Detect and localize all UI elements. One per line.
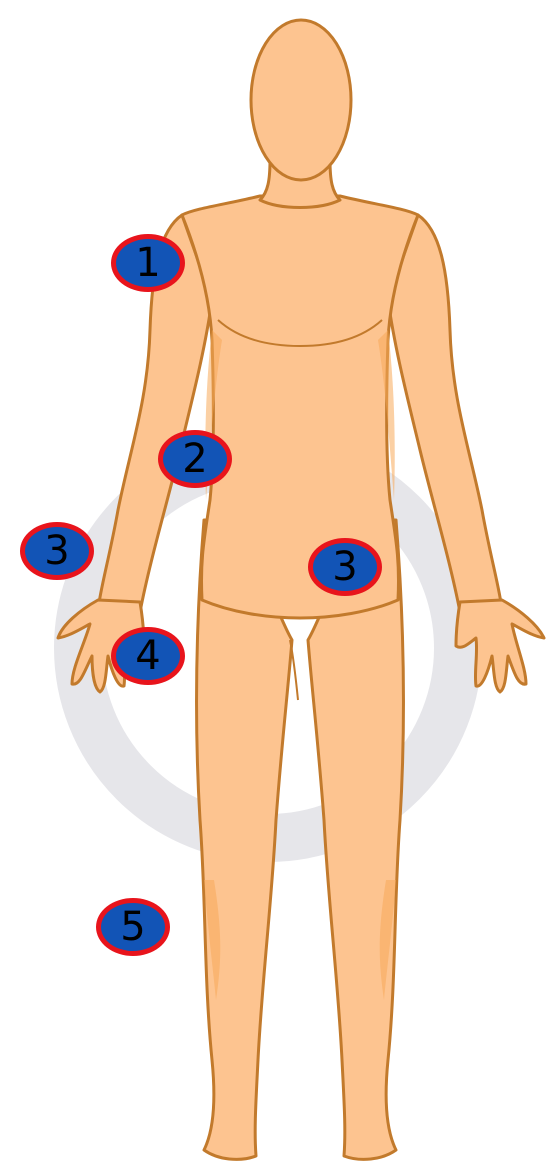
head — [251, 20, 351, 180]
marker-label: 3 — [44, 531, 69, 571]
marker-5: 5 — [96, 898, 170, 956]
marker-1: 1 — [111, 234, 185, 292]
marker-3-right: 3 — [308, 538, 382, 596]
marker-4: 4 — [111, 627, 185, 685]
human-body — [58, 20, 544, 1159]
marker-label: 3 — [332, 547, 357, 587]
marker-label: 2 — [182, 439, 207, 479]
marker-2: 2 — [158, 430, 232, 488]
marker-label: 1 — [135, 243, 160, 283]
marker-label: 5 — [120, 907, 145, 947]
torso — [182, 196, 418, 618]
marker-3-left: 3 — [20, 522, 94, 580]
marker-label: 4 — [135, 636, 160, 676]
